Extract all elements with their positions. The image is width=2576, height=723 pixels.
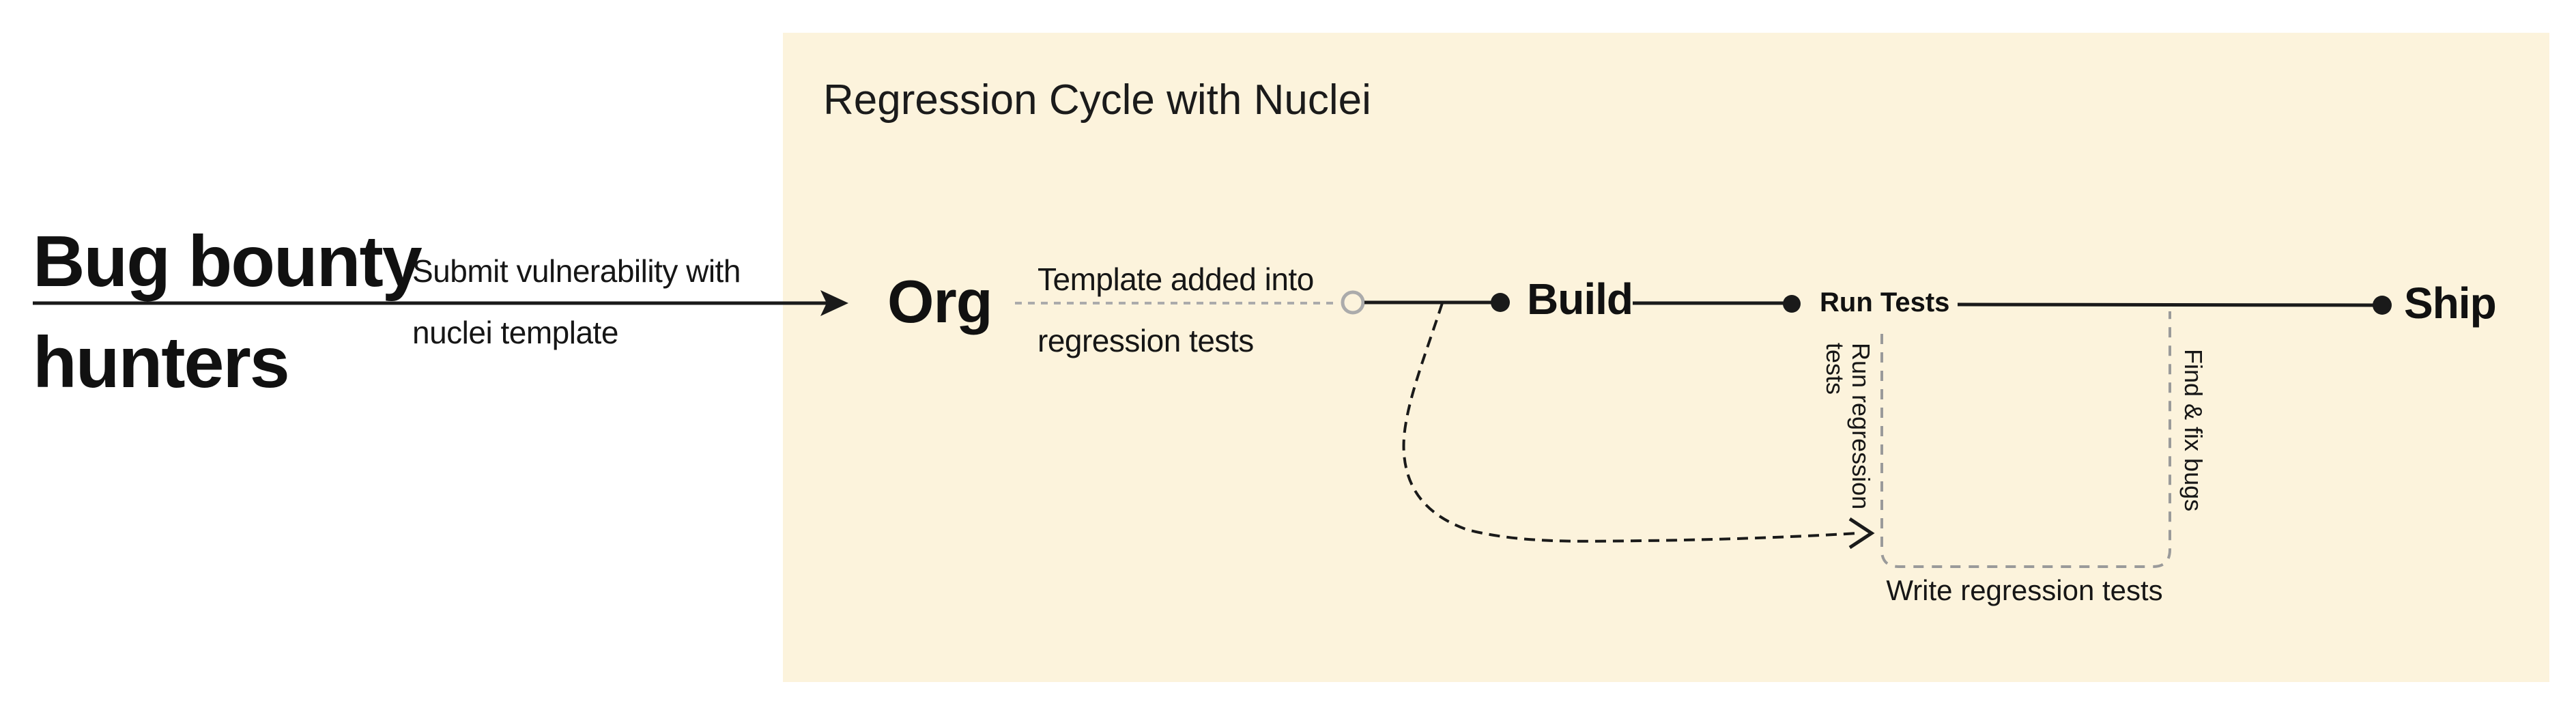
find-and-fix-bugs-label: Find & fix bugs: [2179, 349, 2207, 512]
node-org: Org: [887, 268, 992, 335]
ship-dot-icon: [2373, 296, 2392, 315]
write-regression-tests-label: Write regression tests: [1886, 574, 2163, 606]
node-run-tests: Run Tests: [1820, 287, 1950, 317]
runtests-to-ship-line: [1957, 302, 2374, 307]
actor-to-org-arrowhead-icon: [820, 290, 848, 316]
node-build: Build: [1527, 274, 1633, 324]
template-added-label-line1: Template added into: [1037, 261, 1314, 297]
node-ship: Ship: [2404, 279, 2497, 328]
build-to-regression-dashed-curve: [1402, 302, 1859, 543]
panel-title: Regression Cycle with Nuclei: [823, 76, 1371, 124]
regression-loop-bracket: [1880, 311, 2171, 568]
milestone-open-circle-icon: [1341, 290, 1365, 315]
build-dot-icon: [1491, 293, 1510, 312]
actor-label: Bug bounty hunters: [33, 221, 423, 403]
regression-curve-arrowhead-icon: [1848, 517, 1875, 550]
run-tests-dot-icon: [1783, 295, 1801, 313]
submit-arrow-label-line2: nuclei template: [412, 315, 618, 350]
template-added-label-line2: regression tests: [1037, 323, 1254, 358]
run-regression-tests-label: Run regression tests: [1821, 343, 1875, 510]
regression-cycle-panel: [783, 33, 2549, 682]
submit-arrow-label-line1: Submit vulnerability with: [412, 253, 741, 289]
